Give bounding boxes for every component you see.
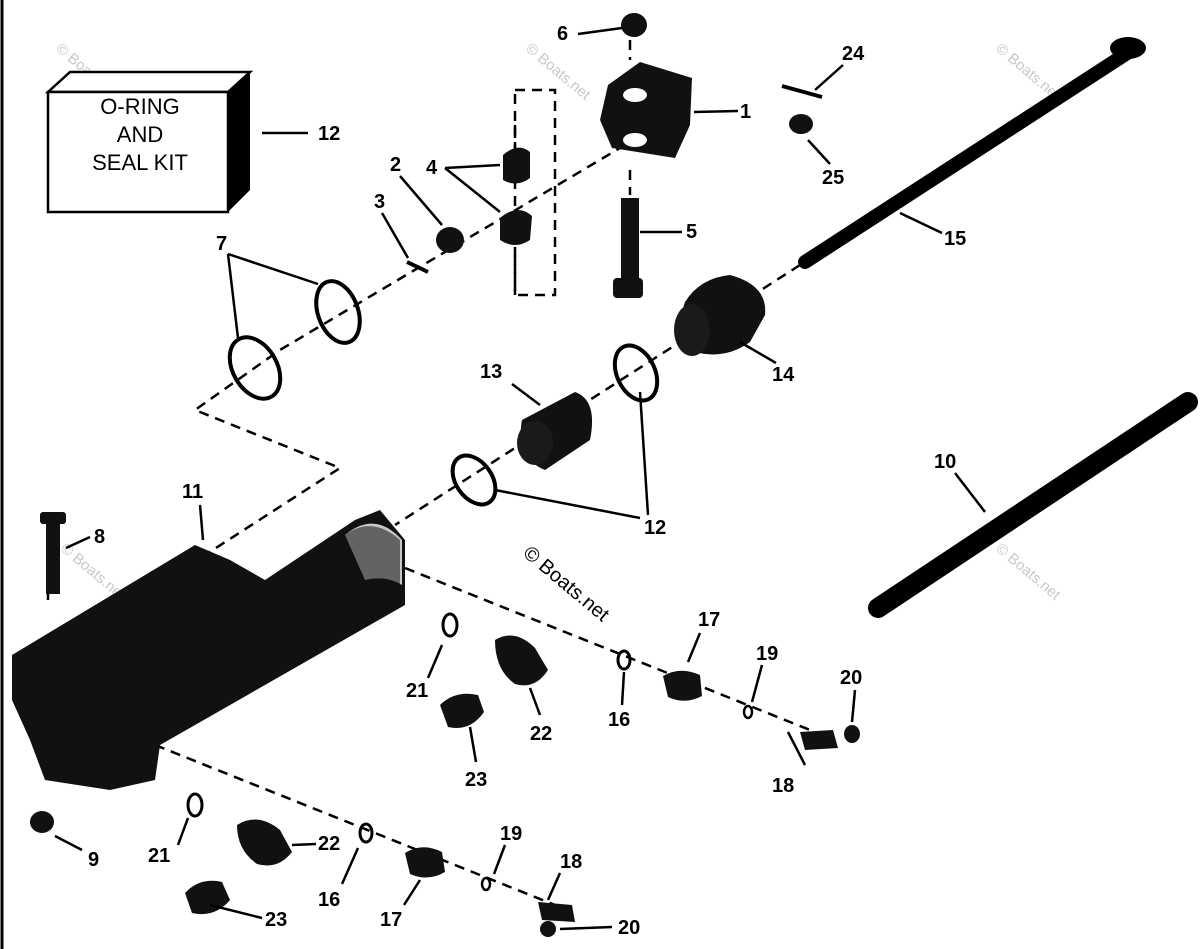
callout-16-upper: 16 bbox=[608, 709, 630, 731]
rod-10 bbox=[868, 392, 1198, 618]
upper-axis-dash bbox=[394, 263, 801, 527]
callout-18-lower: 18 bbox=[560, 851, 582, 873]
callout-6: 6 bbox=[557, 23, 568, 45]
o-ring-12-lower bbox=[450, 453, 498, 507]
watermark-top-mid: © Boats.net bbox=[522, 40, 594, 104]
callout-13: 13 bbox=[480, 361, 502, 383]
callout-22-upper: 22 bbox=[530, 723, 552, 745]
cap-6 bbox=[621, 13, 647, 37]
fitting-group-upper bbox=[440, 612, 860, 750]
o-ring-7-lower bbox=[227, 335, 283, 401]
cylinder-head-14 bbox=[674, 275, 766, 356]
callout-18-upper: 18 bbox=[772, 775, 794, 797]
nut-25 bbox=[789, 114, 813, 134]
upper-fitting-dash bbox=[404, 566, 831, 740]
callout-23-upper: 23 bbox=[465, 769, 487, 791]
pin-24 bbox=[781, 84, 823, 99]
piston-13 bbox=[517, 392, 593, 470]
watermark-bottom-right: © Boats.net bbox=[992, 540, 1064, 604]
pin-3 bbox=[406, 260, 429, 274]
callout-16-lower: 16 bbox=[318, 889, 340, 911]
bracket-1 bbox=[600, 62, 692, 158]
kit-label-line2: AND bbox=[117, 122, 163, 147]
main-axis-dash bbox=[192, 143, 626, 557]
o-ring-12-upper bbox=[612, 343, 660, 403]
callout-17-upper: 17 bbox=[698, 609, 720, 631]
callout-21-upper: 21 bbox=[406, 680, 428, 702]
callout-12-kit: 12 bbox=[318, 123, 340, 145]
bracket-guide-dash bbox=[513, 88, 557, 297]
fitting-group-lower bbox=[185, 792, 575, 937]
callout-11: 11 bbox=[182, 481, 203, 503]
callout-15: 15 bbox=[944, 228, 966, 250]
callout-23-lower: 23 bbox=[265, 909, 287, 931]
trim-cylinder-body bbox=[12, 510, 405, 790]
leader-lines bbox=[54, 26, 986, 931]
callout-1: 1 bbox=[740, 101, 751, 123]
callout-14: 14 bbox=[772, 364, 795, 386]
callout-20-lower: 20 bbox=[618, 917, 640, 939]
bolt-5 bbox=[613, 198, 643, 298]
seal-kit-box: O-RING AND SEAL KIT bbox=[44, 70, 254, 214]
callout-9: 9 bbox=[88, 849, 99, 871]
callout-22-lower: 22 bbox=[318, 833, 340, 855]
callout-8: 8 bbox=[94, 526, 105, 548]
callout-21-lower: 21 bbox=[148, 845, 170, 867]
callout-3: 3 bbox=[374, 191, 385, 213]
callout-19-upper: 19 bbox=[756, 643, 778, 665]
callout-24: 24 bbox=[842, 43, 865, 65]
plug-2 bbox=[436, 227, 464, 253]
callout-5: 5 bbox=[686, 221, 697, 243]
bolt-8 bbox=[40, 512, 66, 594]
shaft-15 bbox=[798, 37, 1146, 269]
callout-19-lower: 19 bbox=[500, 823, 522, 845]
kit-label-line3: SEAL KIT bbox=[92, 150, 188, 175]
callout-25: 25 bbox=[822, 167, 844, 189]
callout-7: 7 bbox=[216, 233, 227, 255]
callout-17-lower: 17 bbox=[380, 909, 402, 931]
o-ring-7-upper bbox=[314, 279, 362, 345]
callout-2: 2 bbox=[390, 154, 401, 176]
callout-20-upper: 20 bbox=[840, 667, 862, 689]
callout-10: 10 bbox=[934, 451, 956, 473]
plug-9 bbox=[30, 811, 54, 833]
kit-label-line1: O-RING bbox=[100, 94, 179, 119]
caps-4 bbox=[500, 147, 532, 245]
callout-labels: 6 1 5 2 4 3 7 12 24 25 15 14 13 12 10 11… bbox=[88, 23, 966, 939]
watermark-center: © Boats.net bbox=[519, 542, 614, 626]
callout-12-orings: 12 bbox=[644, 517, 666, 539]
callout-4: 4 bbox=[426, 157, 438, 179]
